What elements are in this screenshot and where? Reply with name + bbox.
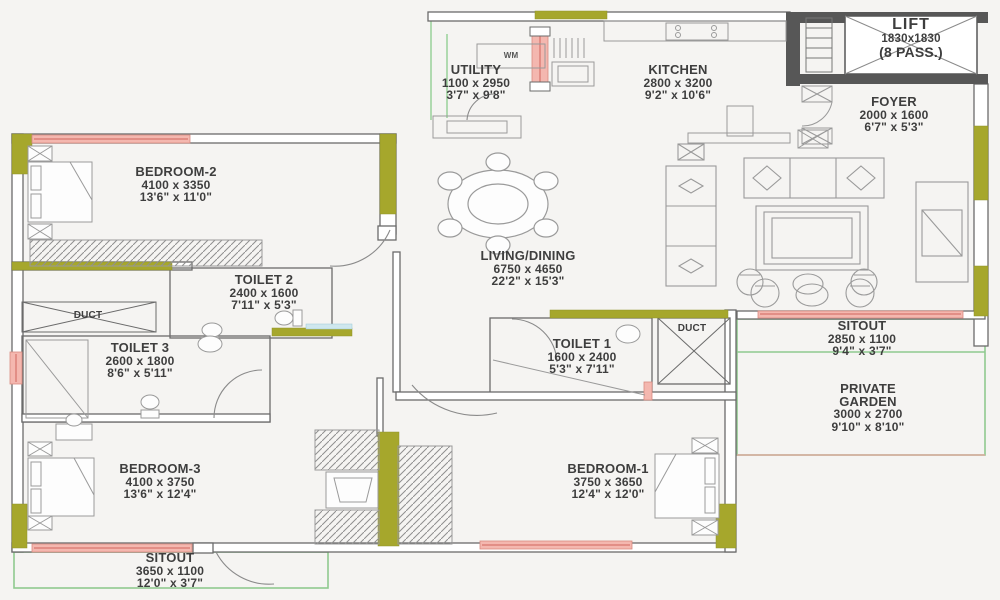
foyer-door: [801, 85, 833, 145]
chair-icon: [437, 218, 463, 238]
wc-icon: [140, 394, 160, 410]
wardrobe-icon: [29, 239, 263, 267]
utility-door: [466, 93, 496, 121]
sitout-right-furniture: [750, 278, 875, 308]
chair-icon: [533, 171, 559, 191]
chair-icon: [845, 278, 875, 308]
toilet1-door: [511, 318, 558, 363]
washbasin-icon: [197, 335, 223, 353]
side-table-icon: [27, 515, 53, 531]
wardrobe-icon: [314, 429, 380, 471]
toilet3-fixtures: [25, 335, 223, 419]
coffee-table-icon: [755, 205, 869, 271]
hob-icon: [665, 22, 729, 41]
walls: [11, 11, 989, 554]
chair-icon: [750, 278, 780, 308]
side-table-icon: [27, 223, 53, 240]
lift-shaft: [786, 12, 988, 86]
wardrobe-icon: [314, 509, 380, 545]
side-table-icon: [691, 437, 719, 454]
lift-door-icon: [805, 17, 833, 73]
dining-set: [437, 152, 559, 255]
utility-fittings: [432, 38, 595, 139]
duct-right: [657, 317, 731, 385]
bedroom1-furniture: [397, 437, 720, 545]
duct-left: [21, 301, 157, 333]
washing-machine-icon: [476, 43, 546, 69]
tv-unit-icon: [915, 181, 969, 283]
garden-outline: [13, 12, 986, 589]
windows: [9, 26, 964, 553]
planter-icon: [797, 129, 829, 149]
armchair-icon: [850, 268, 878, 296]
chair-icon: [533, 218, 559, 238]
chair-icon: [65, 413, 83, 427]
armchair-icon: [736, 268, 764, 296]
sitout-door: [215, 551, 275, 585]
sofa-set: [665, 143, 969, 296]
chair-icon: [485, 152, 511, 172]
glass-strip: [305, 323, 353, 330]
accent-walls: [11, 10, 989, 549]
planter-icon: [677, 143, 705, 161]
doors: [213, 93, 558, 585]
sink-icon: [551, 61, 595, 87]
chair-icon: [437, 171, 463, 191]
kitchen-counter: [603, 20, 829, 149]
dressing-table-icon: [325, 471, 379, 509]
washbasin-icon: [615, 324, 641, 344]
chair-icon: [485, 235, 511, 255]
sofa-icon: [743, 157, 885, 199]
bedroom1-door: [411, 384, 498, 416]
side-table-icon: [792, 273, 824, 295]
dish-rack-icon: [553, 38, 585, 58]
toilet2-fixtures: [201, 309, 303, 338]
wardrobe-icon: [397, 445, 453, 545]
side-table-icon: [27, 441, 53, 457]
side-table-icon: [691, 519, 719, 536]
toilet1-fixtures: [492, 324, 646, 396]
sofa-icon: [665, 165, 717, 287]
bedroom3-furniture: [27, 413, 380, 545]
shower-area: [25, 339, 89, 419]
wc-icon: [274, 310, 294, 326]
bedroom2-door: [329, 229, 391, 267]
table-icon: [795, 283, 829, 307]
bedroom2-furniture: [27, 145, 263, 267]
side-table-icon: [27, 145, 53, 162]
toilet3-door: [213, 369, 263, 419]
washbasin-icon: [201, 322, 223, 338]
